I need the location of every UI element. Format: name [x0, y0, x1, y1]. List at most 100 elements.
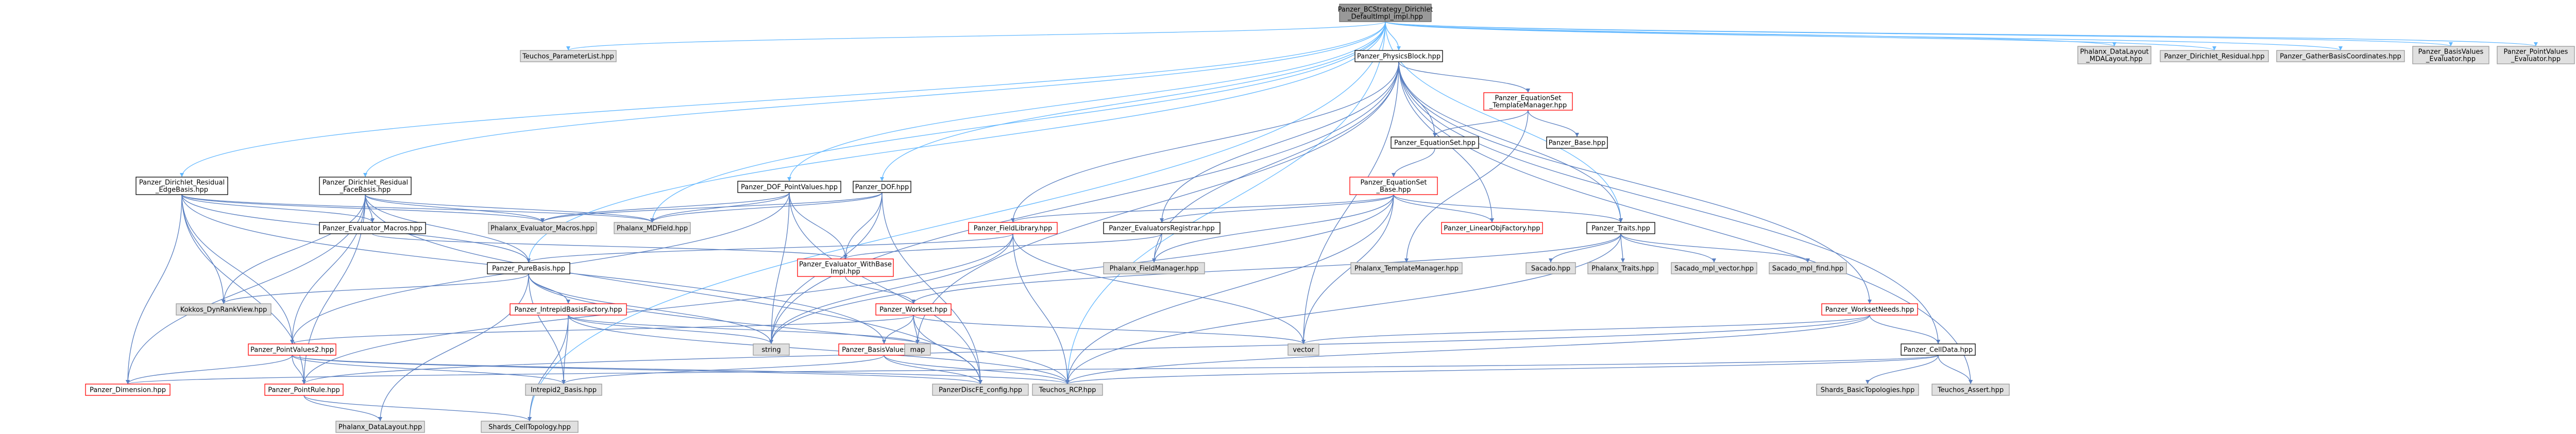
node-panzer-workset[interactable]: Panzer_Workset.hpp [875, 303, 952, 316]
dependency-edge [528, 273, 569, 304]
node-sacado-mpl-find[interactable]: Sacado_mpl_find.hpp [1769, 262, 1847, 274]
node-panzer-linearobjfactory[interactable]: Panzer_LinearObjFactory.hpp [1441, 222, 1543, 234]
edge-arrowhead [126, 380, 130, 384]
dependency-edge [181, 194, 373, 223]
dependency-edge [884, 355, 1068, 385]
node-phalanx-fieldmanager[interactable]: Phalanx_FieldManager.hpp [1103, 262, 1205, 274]
node-std-string[interactable]: string [753, 343, 790, 356]
node-panzer-discfe-config[interactable]: PanzerDiscFE_config.hpp [932, 384, 1029, 396]
dependency-edge [771, 61, 1399, 344]
node-label: Teuchos_ParameterList.hpp [522, 53, 614, 61]
node-box [614, 222, 691, 234]
node-teuchos-rcp[interactable]: Teuchos_RCP.hpp [1032, 384, 1103, 396]
node-panzer-pointvalues2[interactable]: Panzer_PointValues2.hpp [248, 343, 336, 356]
node-box [1587, 262, 1658, 274]
node-point-values-eval[interactable]: Panzer_PointValues_Evaluator.hpp [2497, 46, 2575, 64]
node-eqset-tm[interactable]: Panzer_EquationSet_TemplateManager.hpp [1483, 92, 1573, 111]
node-label: _DefaultImpl_impl.hpp [1347, 13, 1423, 21]
dependency-edge [568, 315, 918, 344]
node-box [1546, 136, 1608, 149]
node-dirichlet-edge[interactable]: Panzer_Dirichlet_Residual_EdgeBasis.hpp [135, 177, 228, 195]
node-label: Panzer_EquationSet [1495, 95, 1561, 102]
node-shards-celltopology[interactable]: Shards_CellTopology.hpp [481, 421, 579, 433]
node-label: Panzer_Traits.hpp [1591, 225, 1650, 233]
dependency-edge [292, 315, 914, 344]
node-label: Panzer_DOF.hpp [855, 184, 909, 192]
edge-arrowhead [1866, 380, 1870, 384]
node-physics-block[interactable]: Panzer_PhysicsBlock.hpp [1354, 50, 1443, 62]
node-phalanx-mdfield[interactable]: Phalanx_MDField.hpp [614, 222, 691, 234]
node-sacado-hpp[interactable]: Sacado.hpp [1526, 262, 1576, 274]
edge-arrowhead [2449, 42, 2453, 46]
dependency-edge [568, 315, 1068, 385]
node-kokkos-dynrankview[interactable]: Kokkos_DynRankView.hpp [176, 303, 272, 316]
node-label: Panzer_LinearObjFactory.hpp [1444, 225, 1540, 233]
node-dirichlet-residual[interactable]: Panzer_Dirichlet_Residual.hpp [2160, 50, 2269, 62]
edge-arrowhead [302, 380, 306, 384]
node-gather-basis-coords[interactable]: Panzer_GatherBasisCoordinates.hpp [2276, 50, 2405, 62]
node-phalanx-datalayout[interactable]: Phalanx_DataLayout.hpp [335, 421, 425, 433]
node-box [2412, 46, 2489, 64]
node-panzer-dimension[interactable]: Panzer_Dimension.hpp [85, 384, 171, 396]
dependency-edge [568, 21, 1386, 51]
node-panzer-purebasis[interactable]: Panzer_PureBasis.hpp [487, 262, 570, 274]
node-teuchos-assert[interactable]: Teuchos_Assert.hpp [1931, 384, 2010, 396]
node-panzer-evaluator-registrar[interactable]: Panzer_EvaluatorsRegistrar.hpp [1103, 222, 1221, 234]
node-basis-values-eval[interactable]: Panzer_BasisValues_Evaluator.hpp [2412, 46, 2489, 64]
dependency-edge [181, 194, 543, 223]
node-std-vector[interactable]: vector [1287, 343, 1319, 356]
node-box [875, 303, 952, 316]
dependency-edge [181, 194, 293, 344]
node-panzer-worksetneeds[interactable]: Panzer_WorksetNeeds.hpp [1821, 303, 1918, 316]
node-label: Shards_BasicTopologies.hpp [1821, 387, 1914, 394]
node-eqset-base[interactable]: Panzer_EquationSet_Base.hpp [1349, 177, 1438, 195]
node-panzer-intrepid-factory[interactable]: Panzer_IntrepidBasisFactory.hpp [510, 303, 627, 316]
node-box [737, 181, 841, 193]
dependency-edge [1528, 110, 1578, 137]
node-box [797, 258, 894, 277]
node-label: _EdgeBasis.hpp [155, 186, 208, 194]
dependency-edge [1067, 21, 1386, 385]
node-label: Panzer_Base.hpp [1549, 140, 1606, 147]
node-box [1901, 343, 1976, 356]
node-panzer-fieldlibrary[interactable]: Panzer_FieldLibrary.hpp [968, 222, 1058, 234]
node-box [1586, 222, 1655, 234]
dependency-edge [771, 192, 790, 344]
node-panzer-base[interactable]: Panzer_Base.hpp [1546, 136, 1608, 149]
edge-arrowhead [769, 340, 773, 344]
node-dof-hpp[interactable]: Panzer_DOF.hpp [853, 181, 911, 193]
node-box [264, 384, 344, 396]
node-eqset-hpp[interactable]: Panzer_EquationSet.hpp [1391, 136, 1479, 149]
node-panzer-eval-macros[interactable]: Panzer_Evaluator_Macros.hpp [319, 222, 426, 234]
node-label: _Evaluator.hpp [2511, 56, 2561, 63]
node-label: Panzer_Dirichlet_Residual.hpp [2164, 53, 2264, 61]
edges-layer [126, 21, 2538, 422]
node-panzer-celldata[interactable]: Panzer_CellData.hpp [1901, 343, 1976, 356]
dependency-edge [1154, 194, 1394, 263]
edge-arrowhead [1152, 258, 1156, 263]
dependency-edge [542, 192, 790, 223]
node-dof-pointvalues[interactable]: Panzer_DOF_PointValues.hpp [737, 181, 841, 193]
node-label: Panzer_Evaluator_Macros.hpp [323, 225, 422, 233]
node-phalanx-templatemanager[interactable]: Phalanx_TemplateManager.hpp [1350, 262, 1463, 274]
node-box [1349, 177, 1438, 195]
node-sacado-mpl-vector[interactable]: Sacado_mpl_vector.hpp [1671, 262, 1757, 274]
node-phalanx-traits[interactable]: Phalanx_Traits.hpp [1587, 262, 1658, 274]
dependency-edge [127, 355, 293, 385]
node-panzer-pointrule[interactable]: Panzer_PointRule.hpp [264, 384, 344, 396]
node-phalanx-dl-mdalayout[interactable]: Phalanx_DataLayout_MDALayout.hpp [2077, 46, 2151, 64]
node-intrepid2-basis[interactable]: Intrepid2_Basis.hpp [525, 384, 602, 396]
node-box [1103, 222, 1221, 234]
edge-arrowhead [1392, 173, 1396, 177]
node-dirichlet-face[interactable]: Panzer_Dirichlet_Residual_FaceBasis.hpp [319, 177, 412, 195]
node-box [853, 181, 911, 193]
node-phalanx-macros[interactable]: Phalanx_Evaluator_Macros.hpp [488, 222, 597, 234]
node-teuchos-pl[interactable]: Teuchos_ParameterList.hpp [520, 50, 617, 62]
dependency-edge [1406, 110, 1529, 263]
dependency-edge [365, 21, 1386, 178]
node-std-map[interactable]: map [904, 343, 931, 356]
node-panzer-traits[interactable]: Panzer_Traits.hpp [1586, 222, 1655, 234]
node-shards-basic-topologies[interactable]: Shards_BasicTopologies.hpp [1816, 384, 1919, 396]
node-label: Panzer_EquationSet.hpp [1394, 140, 1476, 147]
